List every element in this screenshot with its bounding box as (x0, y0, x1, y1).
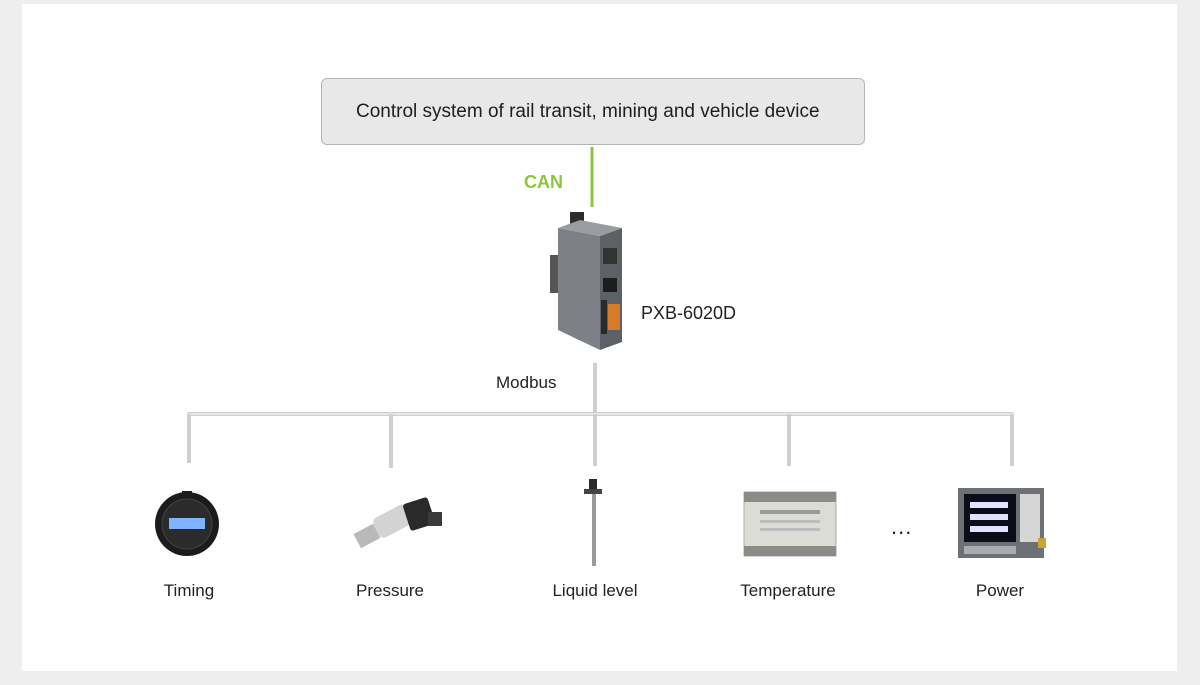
control-system-text: Control system of rail transit, mining a… (356, 100, 820, 122)
modbus-label: Modbus (496, 373, 557, 392)
level-sensor-icon (584, 479, 602, 566)
device-label-level: Liquid level (552, 581, 638, 600)
can-label: CAN (524, 172, 563, 192)
temperature-module-icon (743, 491, 837, 557)
more-devices-ellipsis: ... (891, 514, 913, 539)
device-label-power: Power (975, 581, 1025, 600)
device-label-timing: Timing (163, 581, 215, 600)
gateway-label: PXB-6020D (641, 303, 737, 323)
device-label-pressure: Pressure (355, 581, 425, 600)
gateway-device-icon (550, 212, 622, 350)
power-meter-icon (958, 488, 1046, 558)
hour-meter-icon (155, 491, 219, 556)
control-system-box: Control system of rail transit, mining a… (321, 78, 865, 145)
device-label-temperature: Temperature (740, 581, 836, 600)
pressure-sensor-icon (353, 497, 442, 549)
